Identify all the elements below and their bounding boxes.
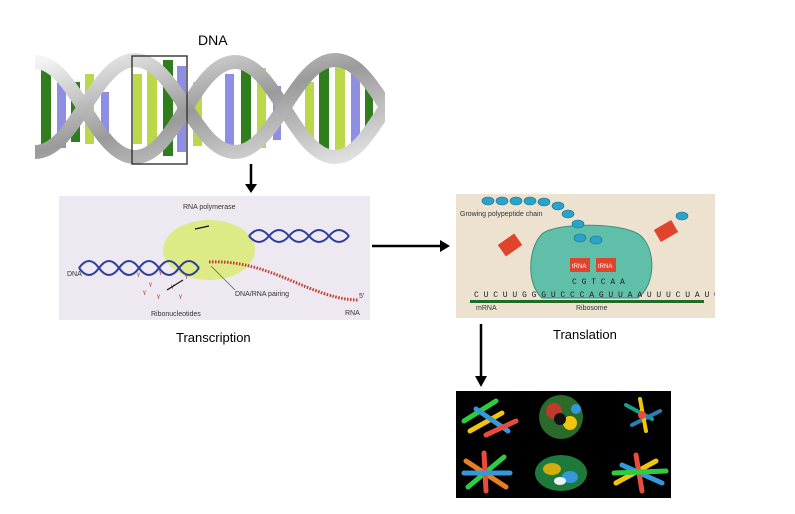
anticodon-sequence: C G T C A A [572, 278, 625, 287]
dna-helix-illustration [35, 52, 385, 165]
protein-structure-4 [461, 450, 513, 494]
rna-strand [208, 260, 360, 302]
sugar-phosphate-ribbon-2 [35, 52, 385, 160]
svg-text:ᵞ: ᵞ [179, 292, 182, 302]
dna-title: DNA [198, 32, 228, 48]
ribosome-shape [530, 224, 653, 299]
protein-structure-2 [539, 395, 583, 439]
highlight-box [131, 55, 188, 165]
arrow-right-transcription-to-translation [372, 240, 450, 252]
protein-structure-5 [535, 455, 587, 491]
polymerase-direction-arrow [194, 225, 210, 230]
trna-boxes [497, 219, 679, 272]
protein-structures-panel [456, 391, 671, 498]
label-dna: DNA [67, 271, 82, 278]
rna-polymerase-blob [163, 220, 255, 280]
label-ribonucleotides: Ribonucleotides [151, 311, 201, 318]
label-trna-2: tRNA [598, 264, 612, 270]
label-rna: RNA [345, 310, 360, 317]
mrna-sequence: C U C U U G G G U C C C A G U U A A U U … [474, 291, 715, 300]
label-rna-polymerase: RNA polymerase [183, 204, 236, 211]
arrow-down-dna-to-transcription [245, 164, 257, 193]
label-mrna: mRNA [476, 305, 497, 312]
protein-structure-3 [624, 397, 662, 433]
translation-panel: Growing polypeptide chain tRNA tRNA C G … [456, 194, 715, 318]
transcription-panel: ᵞ ᵞ ᵞ ᵞ ᵞ ᵞ ᵞ ᵞ RNA polymerase DNA DNA/R… [59, 196, 370, 320]
svg-text:ᵞ: ᵞ [157, 292, 160, 302]
svg-text:ᵞ: ᵞ [149, 280, 152, 290]
protein-structure-1 [461, 398, 519, 438]
polypeptide-chain [481, 196, 689, 245]
arrow-down-translation-to-proteins [475, 324, 487, 387]
protein-structure-6 [611, 452, 669, 494]
svg-text:ᵞ: ᵞ [137, 270, 140, 280]
svg-text:ᵞ: ᵞ [159, 268, 162, 278]
mrna-strand [470, 300, 704, 303]
dna-strand-right [248, 229, 350, 243]
label-growing-chain: Growing polypeptide chain [460, 211, 543, 218]
translation-caption: Translation [553, 327, 617, 342]
transcription-caption: Transcription [176, 330, 251, 345]
sugar-phosphate-ribbon-1 [35, 54, 385, 165]
label-dna-rna-pairing: DNA/RNA pairing [235, 291, 289, 298]
label-trna-1: tRNA [572, 264, 586, 270]
svg-text:ᵞ: ᵞ [185, 272, 188, 282]
label-ribosome: Ribosome [576, 305, 608, 312]
label-five-prime: 5' [359, 293, 364, 300]
svg-text:ᵞ: ᵞ [143, 288, 146, 298]
